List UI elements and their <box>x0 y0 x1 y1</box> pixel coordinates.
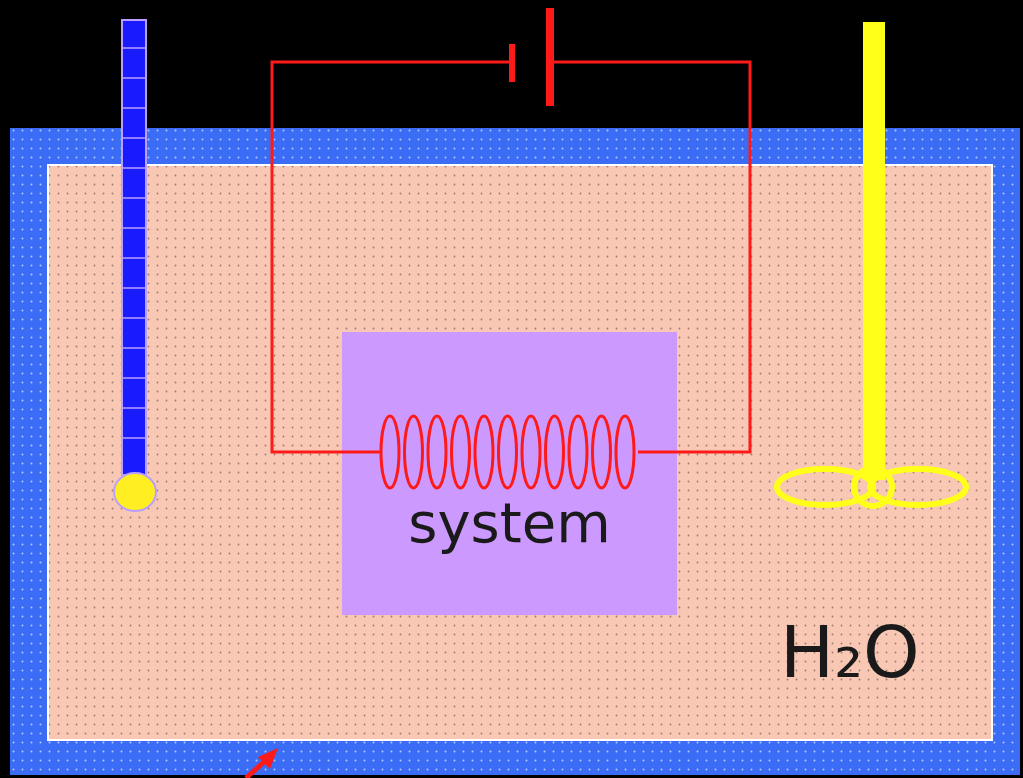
coil-loop <box>405 416 423 488</box>
battery-plate <box>509 44 515 82</box>
wire <box>272 62 512 452</box>
system-box <box>342 332 677 615</box>
scale-tick <box>122 197 146 199</box>
coil-loop <box>546 416 564 488</box>
wire <box>550 62 750 452</box>
water-bath <box>48 165 992 740</box>
coil-loop <box>569 416 587 488</box>
scale-tick <box>122 227 146 229</box>
scale-tick <box>122 167 146 169</box>
coil-loop <box>499 416 517 488</box>
scale-tick <box>122 137 146 139</box>
coil-loop <box>616 416 634 488</box>
stirrer-hub <box>854 468 892 506</box>
scale-tick <box>122 47 146 49</box>
scale-tick <box>122 107 146 109</box>
scale-tick <box>122 77 146 79</box>
scale-tick <box>122 347 146 349</box>
pointer-arrowhead <box>258 748 278 769</box>
scale-tick <box>122 287 146 289</box>
battery-plate <box>546 8 554 106</box>
coil-loop <box>593 416 611 488</box>
coil-loop <box>522 416 540 488</box>
coil-loop <box>381 416 399 488</box>
pointer-arrow <box>246 760 266 778</box>
thermometer-bulb <box>114 473 156 511</box>
coil-loop <box>452 416 470 488</box>
scale-tick <box>122 317 146 319</box>
thermometer-scale <box>122 48 146 438</box>
heating-coil <box>381 416 634 488</box>
substance-label: H₂O <box>780 613 920 692</box>
thermometer <box>122 20 146 475</box>
coil-loop <box>475 416 493 488</box>
coil-loop <box>428 416 446 488</box>
stirrer-rod <box>863 22 885 480</box>
scale-tick <box>122 377 146 379</box>
scale-tick <box>122 437 146 439</box>
water-bath-region: H₂O system <box>48 165 992 740</box>
system-region: system <box>342 332 677 615</box>
scale-tick <box>122 407 146 409</box>
scale-tick <box>122 257 146 259</box>
system-label: system <box>408 492 610 554</box>
